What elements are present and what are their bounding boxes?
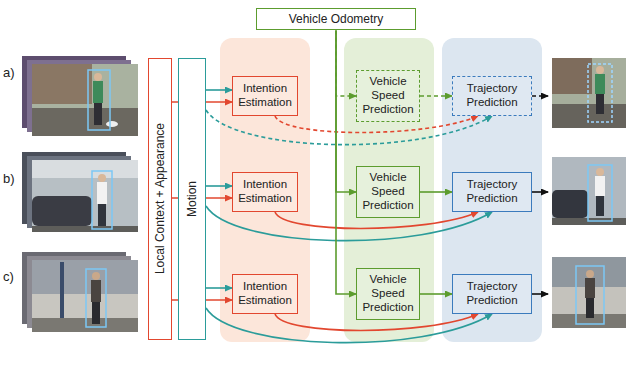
connector-arrow [420,95,452,97]
head [596,168,604,176]
legs [596,94,604,114]
connector-arrow [206,185,232,187]
body [93,81,103,103]
input-frames [22,252,138,332]
input-source-box: Vehicle Odometry [256,8,416,30]
stage-band [442,38,542,342]
output-frame [552,58,626,128]
frame [552,58,626,128]
output-arrow [532,95,548,97]
node-label: Vehicle Speed Prediction [361,75,415,116]
ground [32,108,138,136]
bounding-box [588,64,612,122]
node-label: Intention Estimation [237,178,293,206]
ground [32,318,138,332]
stage-band [344,38,434,342]
process-box: Trajectory Prediction [452,274,532,314]
node-label: Trajectory Prediction [457,82,527,110]
process-box: Intention Estimation [232,172,298,212]
house [32,64,92,104]
connector-arrow [336,30,356,96]
legs [596,196,604,216]
row-label: a) [3,66,15,79]
process-box: Trajectory Prediction [452,76,532,116]
output-arrow [532,293,548,295]
input-frames [22,152,138,232]
body [595,74,605,94]
legs [586,298,594,318]
bounding-box [88,70,110,130]
connector-arrow [206,89,232,91]
head [596,66,604,74]
house [552,58,592,94]
frame [32,260,138,332]
frame [552,257,626,328]
node-label: Intention Estimation [237,280,293,308]
process-box: Intention Estimation [232,76,298,116]
row-label: b) [3,172,15,185]
process-box: Vehicle Speed Prediction [356,70,420,122]
body [595,176,605,196]
output-frame [552,257,626,328]
connector-arrow [336,30,356,192]
legs [98,204,106,226]
buildings [32,260,138,294]
head [94,73,102,81]
ground [32,226,138,232]
output-frame [552,157,626,225]
node-label: Vehicle Odometry [289,12,384,26]
body [91,280,101,302]
feature-encoder-box: Motion [178,58,206,340]
node-label: Trajectory Prediction [457,280,527,308]
process-box: Vehicle Speed Prediction [356,268,420,320]
node-label: Trajectory Prediction [457,178,527,206]
node-label: Local Context + Appearance [153,123,167,274]
shelter [32,160,138,178]
car [32,196,92,226]
input-frames [22,56,138,136]
head [98,174,106,182]
output-arrow [532,191,548,193]
car [552,190,588,218]
node-label: Vehicle Speed Prediction [361,273,415,314]
node-label: Intention Estimation [237,82,293,110]
process-box: Vehicle Speed Prediction [356,166,420,218]
head [92,272,100,280]
body [585,278,595,298]
connector-arrow [206,287,232,289]
connector-arrow [420,191,452,193]
bounding-box [92,171,112,229]
frame [32,160,138,232]
process-box: Trajectory Prediction [452,172,532,212]
legs [94,103,102,125]
connector-arrow [336,30,356,294]
frame [32,64,138,136]
node-label: Motion [185,181,199,217]
feature-encoder-box: Local Context + Appearance [148,58,172,340]
connector-arrow [420,293,452,295]
row-label: c) [3,270,14,283]
body [97,182,107,204]
bounding-box [588,165,612,221]
ground [552,104,626,128]
bounding-box [576,266,604,324]
stage-band [220,38,310,342]
bounding-box [86,269,106,327]
legs [92,302,100,324]
frame [552,157,626,225]
node-label: Vehicle Speed Prediction [361,171,415,212]
dog [106,121,118,127]
process-box: Intention Estimation [232,274,298,314]
head [586,270,594,278]
